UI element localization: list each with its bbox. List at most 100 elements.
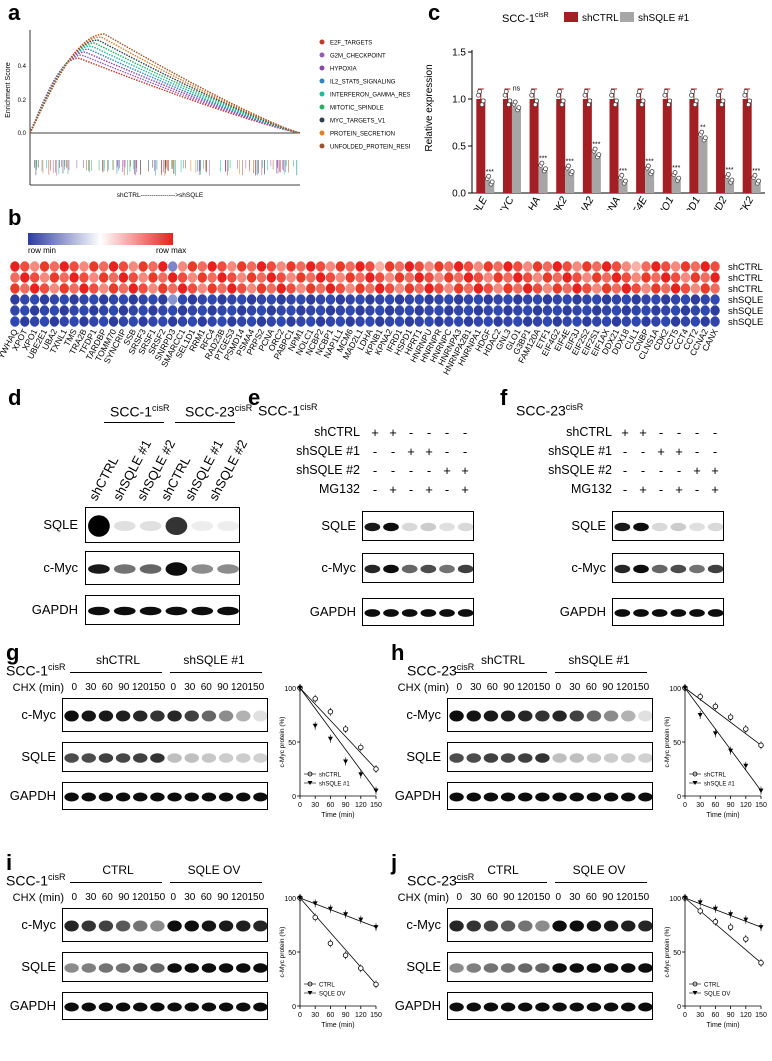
heatmap-cell xyxy=(10,283,19,293)
heatmap-cell xyxy=(484,294,493,304)
band xyxy=(88,515,110,537)
heatmap-cell xyxy=(60,305,69,315)
heatmap-cell xyxy=(424,316,433,326)
i-time: 60 xyxy=(99,892,116,903)
band xyxy=(82,711,96,722)
band xyxy=(116,1003,130,1012)
decay-point-open xyxy=(759,743,764,748)
i-blot-label: SQLE xyxy=(2,959,56,974)
heatmap-cell xyxy=(641,294,650,304)
bar-chart-cell: SCC-1cisR xyxy=(502,12,549,25)
heatmap-cell xyxy=(296,294,305,304)
heatmap-cell xyxy=(345,272,354,282)
h-time: 30 xyxy=(468,682,485,693)
heatmap-cell xyxy=(602,305,611,315)
d-blot-label: c-Myc xyxy=(20,560,78,575)
heatmap-cell xyxy=(661,305,670,315)
heatmap-cell xyxy=(651,316,660,326)
band xyxy=(614,523,630,531)
gsea-legend-entry: E2F_TARGETS xyxy=(330,41,372,47)
heatmap-cell xyxy=(444,305,453,315)
heatmap-cell xyxy=(247,294,256,304)
heatmap-cell xyxy=(395,283,404,293)
heatmap-cell xyxy=(326,305,335,315)
heatmap-cell xyxy=(553,294,562,304)
band xyxy=(64,753,78,763)
bar-shctrl xyxy=(503,99,512,193)
band xyxy=(236,753,250,763)
g-group1: shCTRL xyxy=(82,653,154,667)
data-point xyxy=(588,99,592,103)
heatmap-cell xyxy=(69,316,78,326)
decay-point-open xyxy=(374,982,379,987)
decay-fit-line xyxy=(300,898,376,984)
bar-shctrl xyxy=(530,99,539,193)
heatmap-cell xyxy=(572,272,581,282)
heatmap-cell xyxy=(691,261,700,271)
f-blot-label: SQLE xyxy=(550,518,606,533)
heatmap-cell xyxy=(444,272,453,282)
data-point xyxy=(748,99,752,103)
decay-ytick-label: 0 xyxy=(677,1004,681,1011)
heatmap-cell xyxy=(227,294,236,304)
heatmap-cell xyxy=(316,316,325,326)
data-point xyxy=(543,167,547,171)
band xyxy=(191,521,213,531)
heatmap-cell xyxy=(671,305,680,315)
band xyxy=(570,1003,584,1012)
e-blot-label: c-Myc xyxy=(300,560,356,575)
heatmap-cell xyxy=(700,294,709,304)
decay-xtick-label: 0 xyxy=(683,802,687,809)
heatmap-cell xyxy=(10,272,19,282)
decay-xtick-label: 0 xyxy=(298,802,302,809)
heatmap-cell xyxy=(99,305,108,315)
d-blot-2 xyxy=(85,595,240,625)
heatmap-cell xyxy=(168,261,177,271)
band xyxy=(167,963,181,973)
band xyxy=(185,921,199,932)
band xyxy=(484,753,498,763)
heatmap-cell xyxy=(178,305,187,315)
decay-point-open xyxy=(698,909,703,914)
heatmap-cell xyxy=(257,294,266,304)
heatmap-cell xyxy=(60,261,69,271)
heatmap-cell xyxy=(700,316,709,326)
heatmap-cell xyxy=(592,294,601,304)
gsea-legend-dot xyxy=(320,118,325,123)
heatmap-cell xyxy=(267,305,276,315)
heatmap-cell xyxy=(513,316,522,326)
heatmap-cell xyxy=(10,294,19,304)
d-bracket-2 xyxy=(175,422,235,423)
heatmap-cell xyxy=(543,305,552,315)
heatmap-cell xyxy=(20,316,29,326)
heatmap-cell xyxy=(188,316,197,326)
decay-xtick-label: 150 xyxy=(755,802,767,809)
band xyxy=(467,1003,481,1012)
gsea-plot: Enrichment Score 0.4 0.2 0.0 shCTRL-----… xyxy=(0,20,410,205)
heatmap-cell xyxy=(345,294,354,304)
bar-shsqle xyxy=(512,107,521,193)
heatmap-cell xyxy=(424,305,433,315)
heatmap-cell xyxy=(622,261,631,271)
band xyxy=(185,753,199,763)
band xyxy=(484,793,498,802)
heatmap-cell xyxy=(592,316,601,326)
heatmap-cell xyxy=(89,272,98,282)
heatmap-cell xyxy=(158,272,167,282)
band xyxy=(570,711,584,722)
band xyxy=(604,1003,618,1012)
g-bracket-2 xyxy=(170,672,262,673)
band xyxy=(458,523,474,531)
i-blot-label: c-Myc xyxy=(2,917,56,932)
heatmap-cell xyxy=(464,316,473,326)
band xyxy=(518,753,532,763)
heatmap-cell xyxy=(385,305,394,315)
j-time: 120 xyxy=(616,892,633,903)
heatmap-cell xyxy=(286,305,295,315)
heatmap-cell xyxy=(30,272,39,282)
bar-ytick-label: 1.5 xyxy=(452,48,466,59)
band xyxy=(133,1003,147,1012)
i-time: 0 xyxy=(165,892,182,903)
heatmap-cell xyxy=(50,316,59,326)
band xyxy=(420,565,436,573)
